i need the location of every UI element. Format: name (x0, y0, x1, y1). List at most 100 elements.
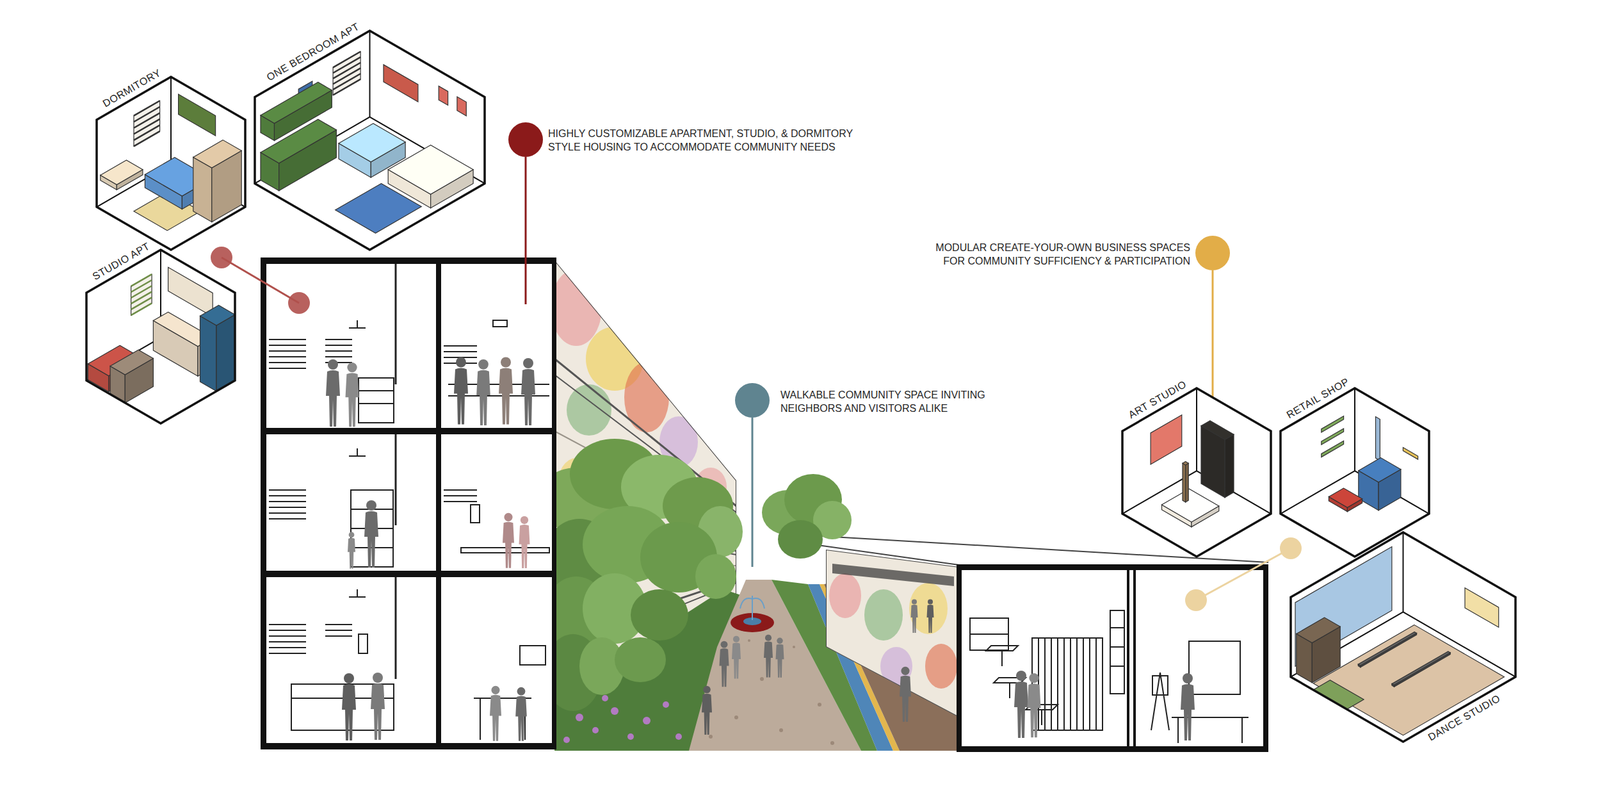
building-section (479, 697, 481, 740)
building-section (443, 500, 477, 502)
building-section (436, 257, 442, 750)
furniture-block (193, 140, 242, 169)
building-section (358, 389, 394, 392)
building-section (260, 742, 557, 750)
building-section (268, 338, 307, 340)
roof-line (813, 544, 960, 565)
flower-bed (563, 736, 570, 743)
ground (708, 734, 713, 739)
furniture-block (100, 160, 143, 185)
furniture-block (200, 305, 236, 326)
building-section (268, 506, 307, 508)
room-furnishing (457, 96, 467, 116)
person-figure (1180, 672, 1195, 741)
room-furnishing (1464, 587, 1499, 628)
leader-line (1195, 235, 1230, 271)
building-section (443, 489, 477, 491)
room-hexagon: RETAIL SHOP (1280, 387, 1430, 557)
person-figure (364, 500, 379, 568)
person-figure (515, 686, 527, 741)
furniture-block (1328, 487, 1362, 508)
building-section (969, 633, 1009, 635)
callout-text: MODULAR CREATE-YOUR-OWN BUSINESS SPACES … (889, 240, 1191, 268)
building-section (519, 645, 546, 665)
furniture-block (110, 349, 154, 375)
person-figure (1014, 670, 1029, 738)
flower-bed (627, 733, 634, 740)
person-figure (341, 672, 356, 741)
room-hexagon: DORMITORY (96, 76, 246, 250)
room-hexagon: ONE BEDROOM APT (254, 30, 485, 250)
building-section (985, 645, 1019, 651)
person-figure (731, 635, 741, 679)
building-section (268, 512, 307, 514)
room-furnishing (1375, 416, 1381, 461)
building-section (969, 610, 1249, 743)
window-blind (131, 279, 152, 292)
building-section (1009, 682, 1011, 698)
building-section (325, 344, 353, 346)
building-section (443, 345, 477, 347)
building-section (325, 355, 353, 358)
tree (777, 519, 823, 559)
callout-text: WALKABLE COMMUNITY SPACE INVITING NEIGHB… (780, 387, 1024, 415)
leader-line (1185, 589, 1207, 611)
mural-wall (829, 573, 862, 618)
flower-bed (592, 726, 599, 734)
window-blind (131, 302, 152, 316)
person-figure (899, 666, 912, 722)
tree (695, 553, 737, 599)
window-blind (332, 51, 361, 68)
room-furnishing (131, 274, 153, 316)
person-figure (519, 516, 531, 568)
mural-wall (566, 384, 612, 436)
flower-bed (575, 713, 584, 721)
building-section (260, 257, 557, 264)
building-section (268, 623, 307, 625)
building-section (395, 434, 397, 526)
building-section (956, 745, 1269, 752)
building-section (1133, 569, 1136, 746)
room-corner-line (1403, 611, 1517, 677)
window-blind (131, 297, 152, 310)
window-blind (131, 285, 152, 298)
furniture-block (1357, 631, 1417, 666)
furniture-block (1224, 434, 1234, 497)
building-section (492, 320, 508, 327)
furniture-block (216, 314, 235, 392)
ground (759, 676, 764, 681)
building-section (268, 489, 307, 491)
ground (779, 727, 784, 732)
window-blind (131, 274, 152, 287)
person-figure (719, 640, 730, 687)
ground (747, 638, 751, 642)
furniture-block (387, 145, 474, 195)
flower-bed (662, 701, 670, 708)
person-figure (476, 359, 491, 426)
building-section (268, 517, 307, 520)
furniture-block (1182, 462, 1186, 502)
fountain (740, 595, 765, 620)
building-section (356, 589, 358, 597)
building-section (1057, 637, 1059, 730)
person-figure (347, 532, 356, 569)
building-section (956, 564, 962, 752)
building-section (325, 623, 353, 625)
furniture-block (1391, 651, 1451, 686)
room-furnishing (332, 51, 361, 96)
ground (792, 645, 796, 648)
building-section (356, 320, 358, 328)
building-section (1241, 717, 1243, 743)
person-figure (911, 599, 919, 634)
mural-wall (550, 268, 602, 346)
person-figure (453, 357, 469, 425)
building-section (263, 259, 555, 748)
building-section (443, 494, 477, 497)
building-section (356, 448, 358, 456)
building-section (348, 596, 366, 598)
ground (830, 740, 835, 745)
person-figure (521, 357, 536, 426)
window-blind (131, 291, 152, 304)
building-section (268, 635, 307, 637)
building-section (1082, 637, 1084, 730)
